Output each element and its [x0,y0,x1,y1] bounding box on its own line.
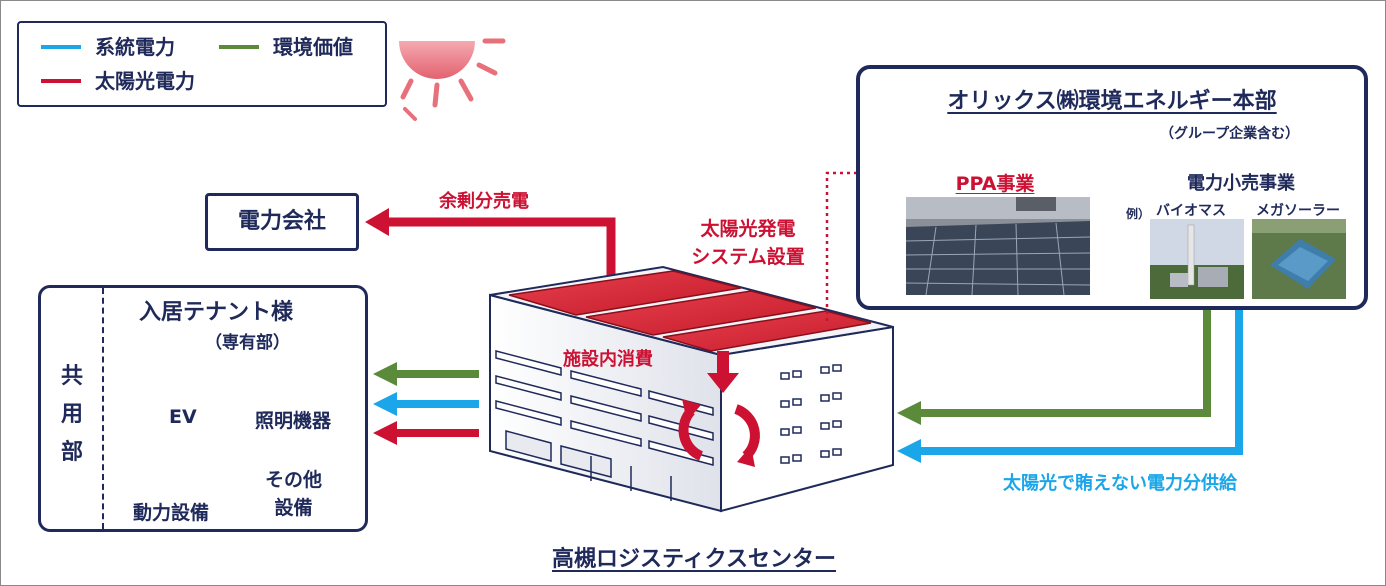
megasolar-photo [1252,219,1346,299]
biomass-plant-photo [1150,219,1244,299]
ppa-solar-photo [906,197,1090,295]
common-area-label: 共用部 [60,364,83,465]
recycle-arrowhead-icon [737,446,755,467]
legend-label-env: 環境価値 [273,35,353,59]
tenant-supply-arrows [373,362,479,445]
lighting-label: 照明機器 [255,410,332,432]
legend-line-grid [41,45,81,49]
other-equipment-label-line1: その他 [265,469,323,491]
recycle-arrowhead-icon [682,399,701,421]
center-title-text: 高槻ロジスティクスセンター [551,547,837,572]
retail-title: 電力小売事業 [1187,173,1295,194]
logistics-center-building [489,265,894,513]
ppa-title: PPA事業 [955,173,1035,195]
orix-note: （グループ企業含む） [1160,126,1300,142]
other-equipment-label: その他 設備 [265,466,322,522]
other-equipment-label-line2: 設備 [274,497,313,519]
tenant-divider [102,288,104,529]
solar-install-label-line1: 太陽光発電 [700,218,796,240]
grid-supply-label: 太陽光で賄えない電力分供給 [1003,473,1237,494]
center-title: 高槻ロジスティクスセンター [1,541,1385,573]
power-equipment-label: 動力設備 [133,502,210,524]
sun-icon [399,38,506,121]
surplus-sale-arrow [365,208,616,283]
legend-label-grid: 系統電力 [95,35,175,59]
retail-example: 例） [1126,207,1151,221]
grid-supply-arrows [897,310,1243,463]
solar-install-label: 太陽光発電 システム設置 [673,215,823,271]
megasolar-label: メガソーラー [1256,203,1340,219]
legend-line-solar [41,79,81,83]
ev-label: EV [169,406,197,428]
surplus-sale-label: 余剰分売電 [439,191,529,212]
legend: 系統電力 環境価値 太陽光電力 [17,21,387,107]
in-facility-consumption-label: 施設内消費 [563,349,653,370]
power-company-box: 電力会社 [205,193,359,251]
tenant-box: 共用部 入居テナント様 （専有部） EV 照明機器 動力設備 その他 設備 [38,285,368,532]
tenant-subtitle: （専有部） [205,333,290,353]
tenant-title: 入居テナント様 [139,300,294,325]
solar-install-label-line2: システム設置 [691,246,805,268]
legend-line-env [219,45,259,49]
consumption-arrow [707,351,739,393]
legend-label-solar: 太陽光電力 [95,69,195,93]
biomass-label: バイオマス [1156,203,1226,219]
orix-environment-box: オリックス㈱環境エネルギー本部 （グループ企業含む） PPA事業 電力小売事業 … [856,65,1368,310]
orix-title: オリックス㈱環境エネルギー本部 [947,89,1277,114]
